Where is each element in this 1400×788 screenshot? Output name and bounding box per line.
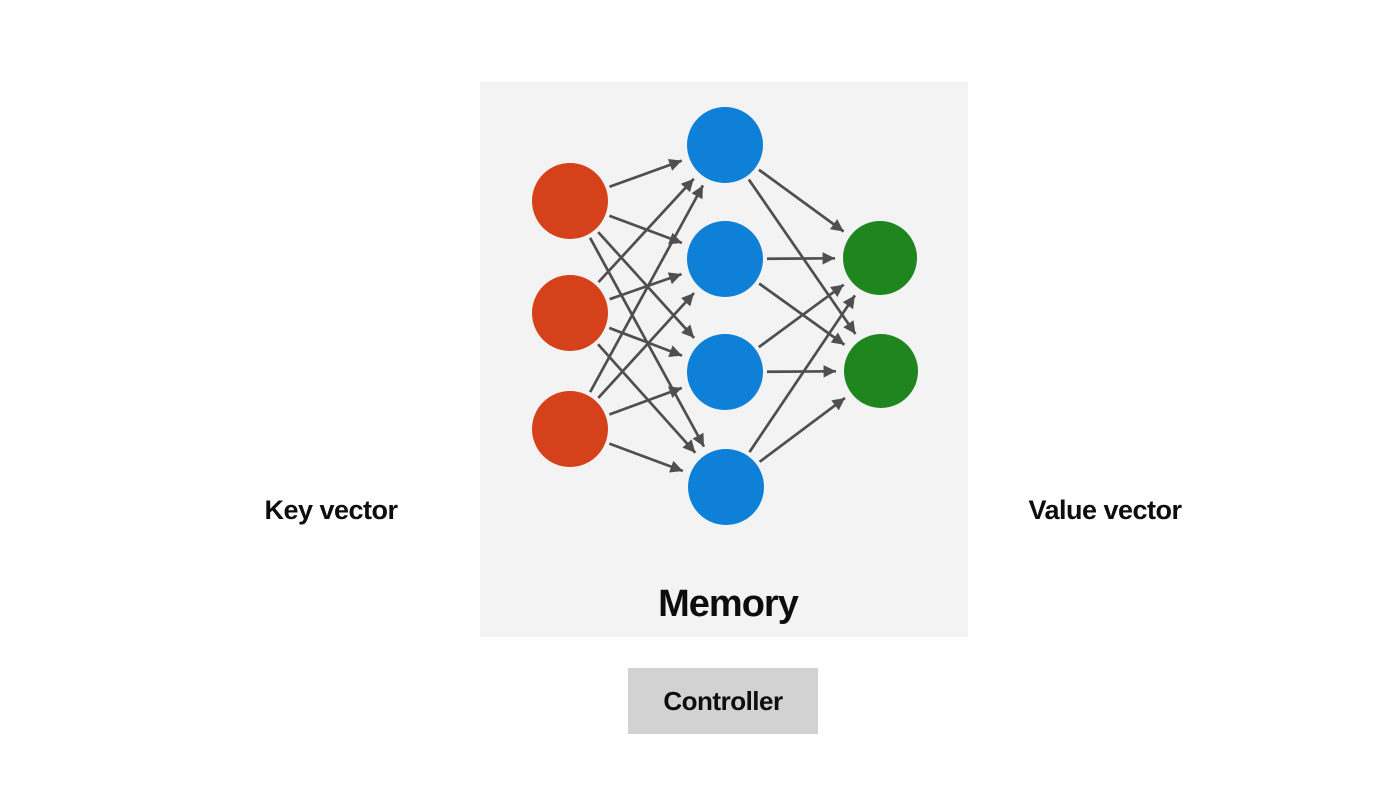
key-vector-label: Key vector xyxy=(264,495,398,525)
value-vector-label: Value vector xyxy=(1028,495,1182,525)
memory-label: Memory xyxy=(658,583,799,625)
controller-box: Controller xyxy=(628,668,818,734)
controller-label: Controller xyxy=(663,686,783,716)
memory-panel xyxy=(480,82,968,637)
